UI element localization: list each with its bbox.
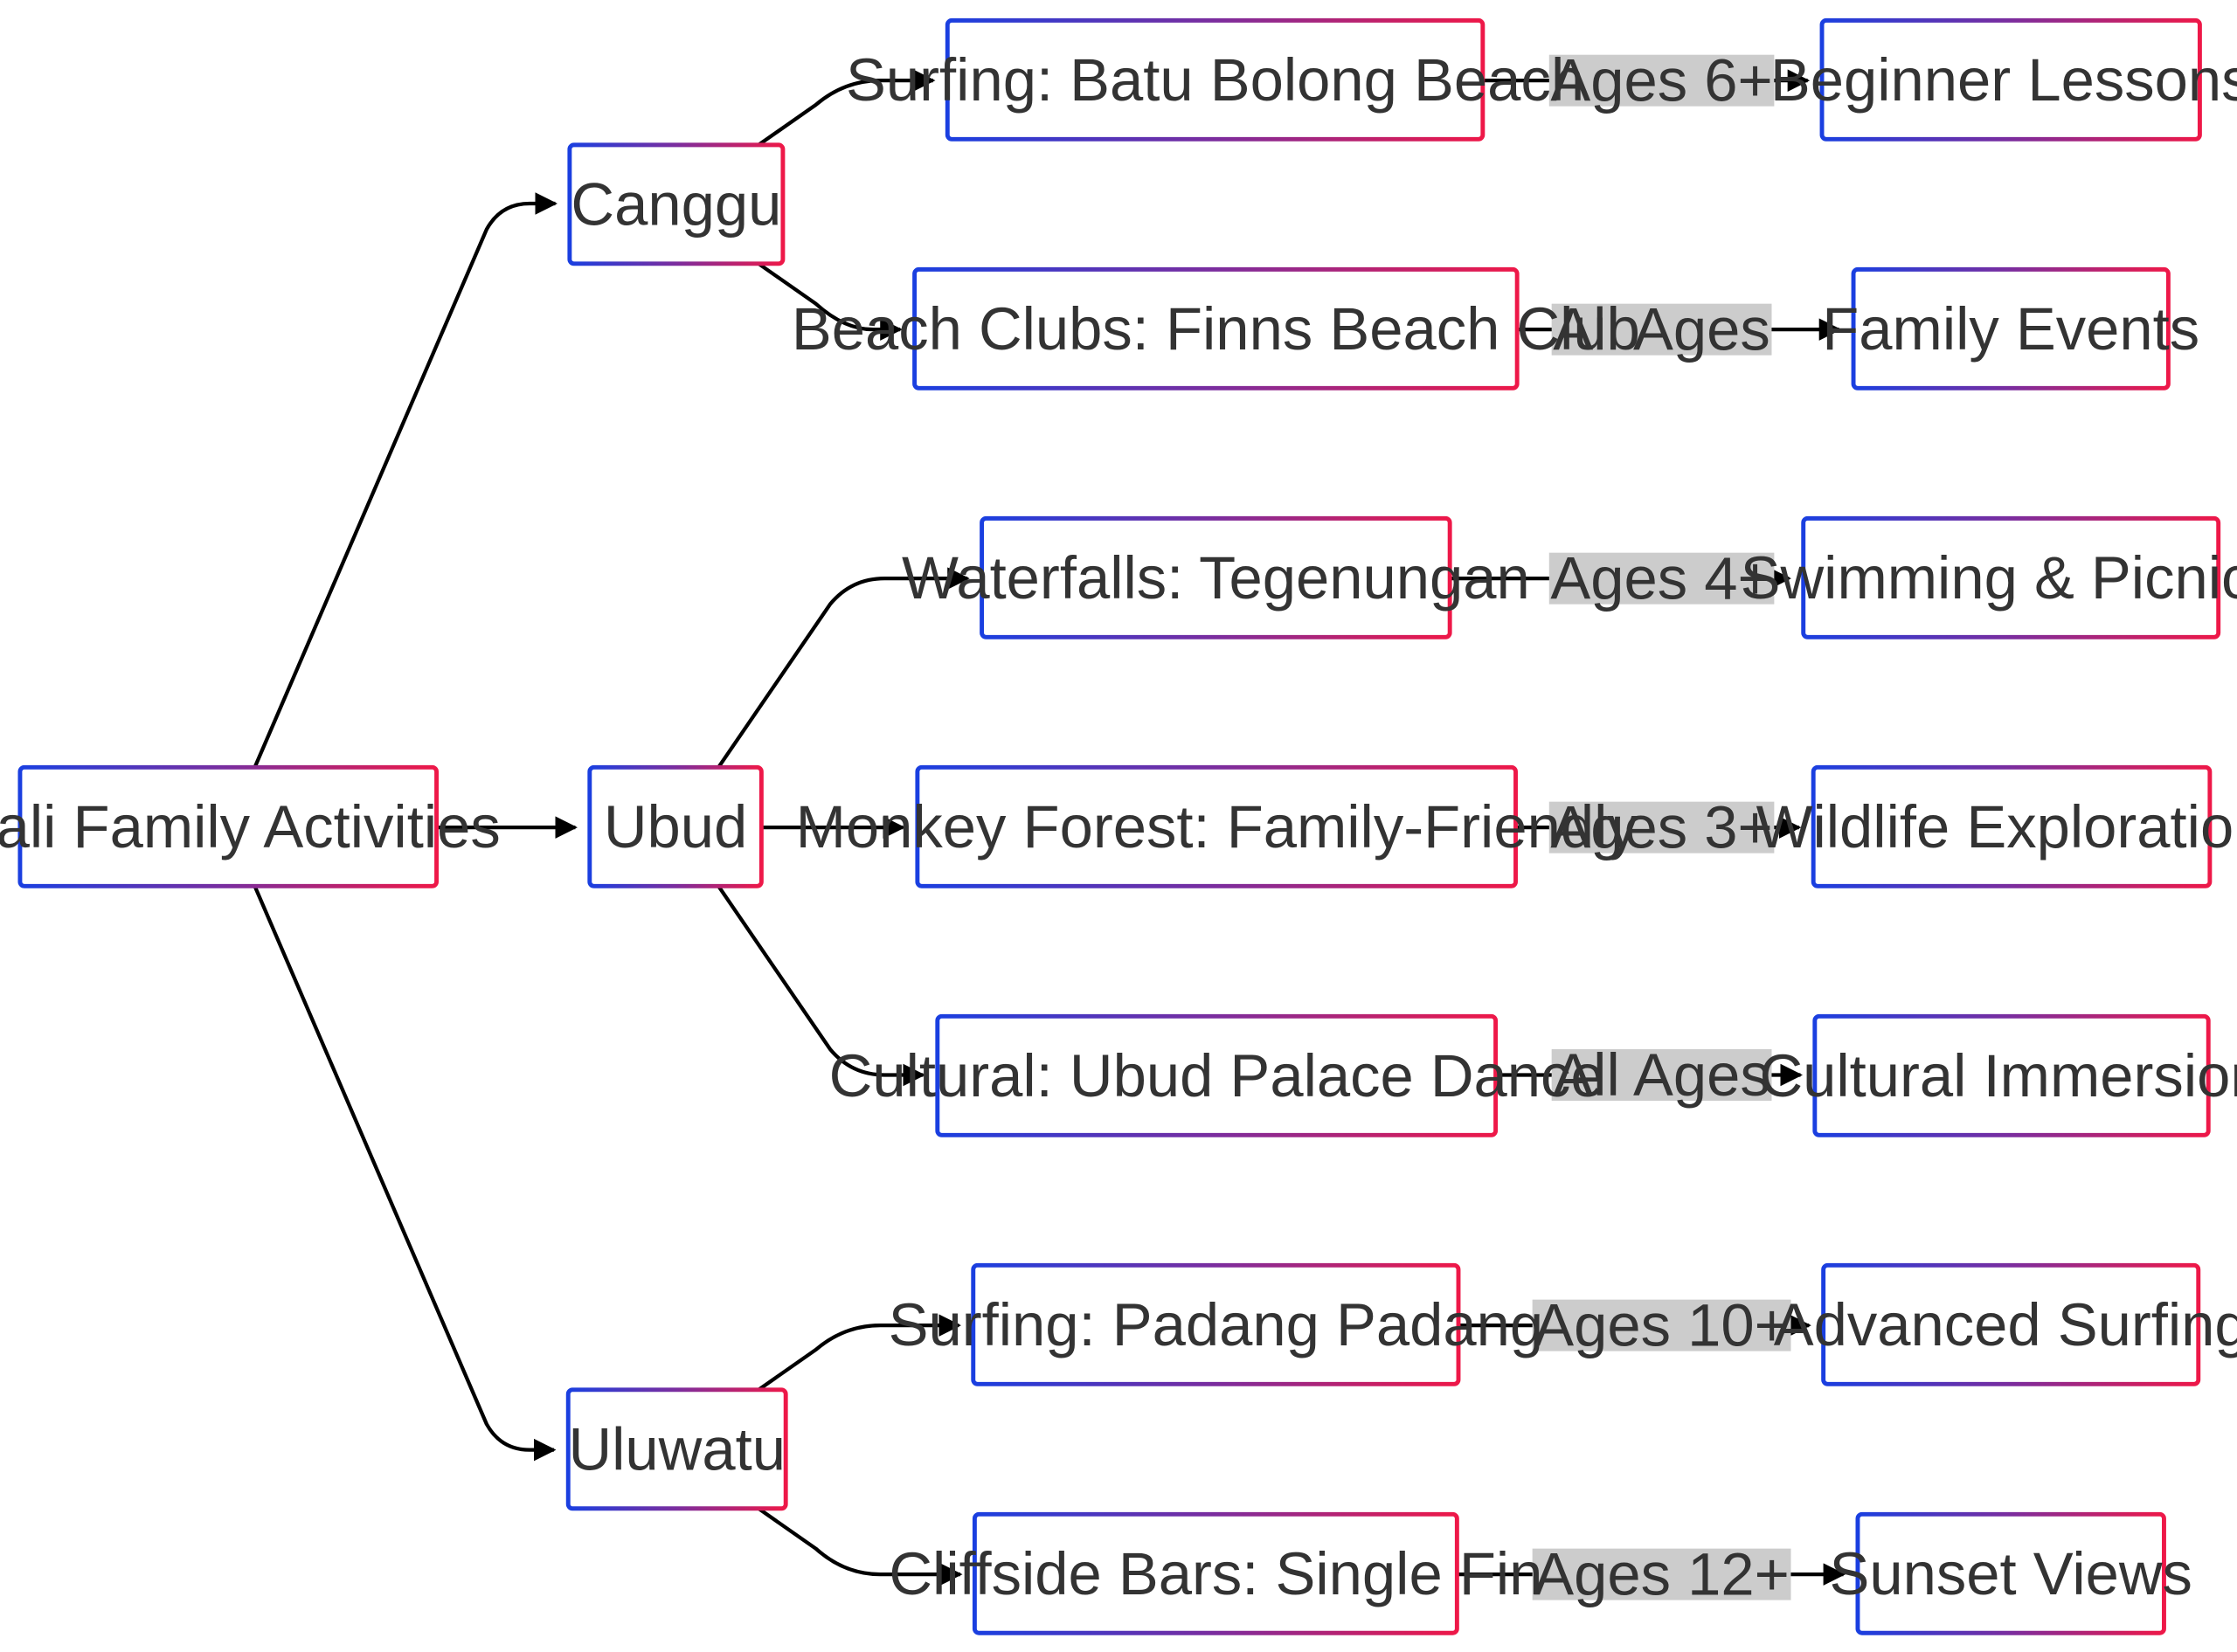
node-box <box>1812 1013 2211 1137</box>
node-cultural: Cultural Immersion <box>1759 1013 2237 1137</box>
node-swimming: Swimming & Picnics <box>1741 515 2237 639</box>
edge-label-text: Ages 6+ <box>1550 47 1772 114</box>
node-box <box>1801 515 2221 639</box>
edge-label-background <box>1551 303 1772 356</box>
node-label: Bali Family Activities <box>0 793 501 861</box>
edge-label-monkey-to-wildlife: Ages 3+ <box>1548 794 1775 861</box>
node-label: Sunset Views <box>1829 1540 2192 1607</box>
edge-label-background <box>1548 552 1775 605</box>
node-label: Advanced Surfing <box>1774 1291 2237 1358</box>
edge-label-text: Ages 10+ <box>1534 1292 1790 1359</box>
node-wildlife: Wildlife Exploration <box>1756 764 2237 888</box>
node-singlefin: Cliffside Bars: Single Fin <box>889 1511 1542 1635</box>
edge-label-text: Ages 4+ <box>1550 545 1772 612</box>
edge-canggu-to-batu <box>757 69 936 147</box>
node-box <box>972 1511 1459 1635</box>
node-label: Beginner Lessons <box>1770 46 2237 114</box>
edge-label-padang-to-advanced: Ages 10+ <box>1532 1292 1791 1359</box>
edge-label-text: Ages 3+ <box>1550 794 1772 861</box>
node-advanced: Advanced Surfing <box>1774 1262 2237 1386</box>
edge-label-batu-to-beginner: Ages 6+ <box>1548 47 1775 114</box>
edge-label-text: Ages 12+ <box>1534 1541 1790 1608</box>
node-box <box>980 515 1452 639</box>
node-box <box>567 142 786 266</box>
node-label: Ubud <box>604 793 747 861</box>
node-box <box>1855 1511 2166 1635</box>
node-box <box>565 1387 788 1511</box>
edge-canggu-to-finns <box>757 262 903 341</box>
edge-label-finns-to-family: All Ages <box>1551 296 1772 363</box>
node-beginner: Beginner Lessons <box>1770 17 2237 142</box>
node-box <box>1819 17 2202 142</box>
edge-label-text: All Ages <box>1553 296 1770 363</box>
edge-uluwatu-to-singlefin <box>757 1507 963 1586</box>
node-label: Surfing: Batu Bolong Beach <box>846 46 1584 114</box>
node-label: Uluwatu <box>568 1415 786 1483</box>
edge-ubud-to-tegenungan <box>717 567 970 769</box>
node-sunset: Sunset Views <box>1829 1511 2192 1635</box>
node-label: Cliffside Bars: Single Fin <box>889 1540 1542 1607</box>
node-label: Wildlife Exploration <box>1756 793 2237 861</box>
node-uluwatu: Uluwatu <box>565 1387 788 1511</box>
node-tegenungan: Waterfalls: Tegenungan <box>902 515 1530 639</box>
node-root: Bali Family Activities <box>0 764 501 888</box>
edge-root-to-canggu <box>253 192 558 769</box>
node-label: Waterfalls: Tegenungan <box>902 544 1530 612</box>
edge-ubud-to-palace <box>717 885 925 1087</box>
edge-label-background <box>1548 801 1775 854</box>
edge-uluwatu-to-padang <box>757 1314 961 1392</box>
node-box <box>587 764 764 888</box>
node-box <box>915 764 1518 888</box>
node-box <box>1811 764 2213 888</box>
edge-label-singlefin-to-sunset: Ages 12+ <box>1532 1541 1791 1608</box>
node-monkey: Monkey Forest: Family-Friendly <box>796 764 1638 888</box>
edge-label-text: All Ages <box>1553 1041 1770 1109</box>
node-box <box>971 1262 1461 1386</box>
node-family: Family Events <box>1822 266 2199 391</box>
node-label: Cultural Immersion <box>1759 1042 2237 1109</box>
edge-label-background <box>1548 54 1775 107</box>
node-ubud: Ubud <box>587 764 764 888</box>
node-batu: Surfing: Batu Bolong Beach <box>846 17 1584 142</box>
node-label: Beach Clubs: Finns Beach Club <box>792 295 1640 363</box>
node-padang: Surfing: Padang Padang <box>889 1262 1544 1386</box>
node-canggu: Canggu <box>567 142 786 266</box>
node-palace: Cultural: Ubud Palace Dance <box>829 1013 1604 1137</box>
node-label: Swimming & Picnics <box>1741 544 2237 612</box>
node-box <box>1851 266 2171 391</box>
node-box <box>945 17 1486 142</box>
edge-label-background <box>1532 1548 1791 1600</box>
node-label: Family Events <box>1822 295 2199 363</box>
node-box <box>17 764 440 888</box>
edge-label-background <box>1551 1049 1772 1101</box>
node-label: Surfing: Padang Padang <box>889 1291 1544 1358</box>
node-box <box>935 1013 1499 1137</box>
edge-root-to-uluwatu <box>253 885 557 1462</box>
edge-label-tegenungan-to-swimming: Ages 4+ <box>1548 545 1775 612</box>
node-finns: Beach Clubs: Finns Beach Club <box>792 266 1640 391</box>
node-box <box>1821 1262 2201 1386</box>
edge-label-palace-to-cultural: All Ages <box>1551 1041 1772 1109</box>
node-label: Cultural: Ubud Palace Dance <box>829 1042 1604 1109</box>
node-box <box>912 266 1520 391</box>
edge-label-background <box>1532 1299 1791 1351</box>
node-label: Monkey Forest: Family-Friendly <box>796 793 1638 861</box>
node-label: Canggu <box>571 170 781 238</box>
